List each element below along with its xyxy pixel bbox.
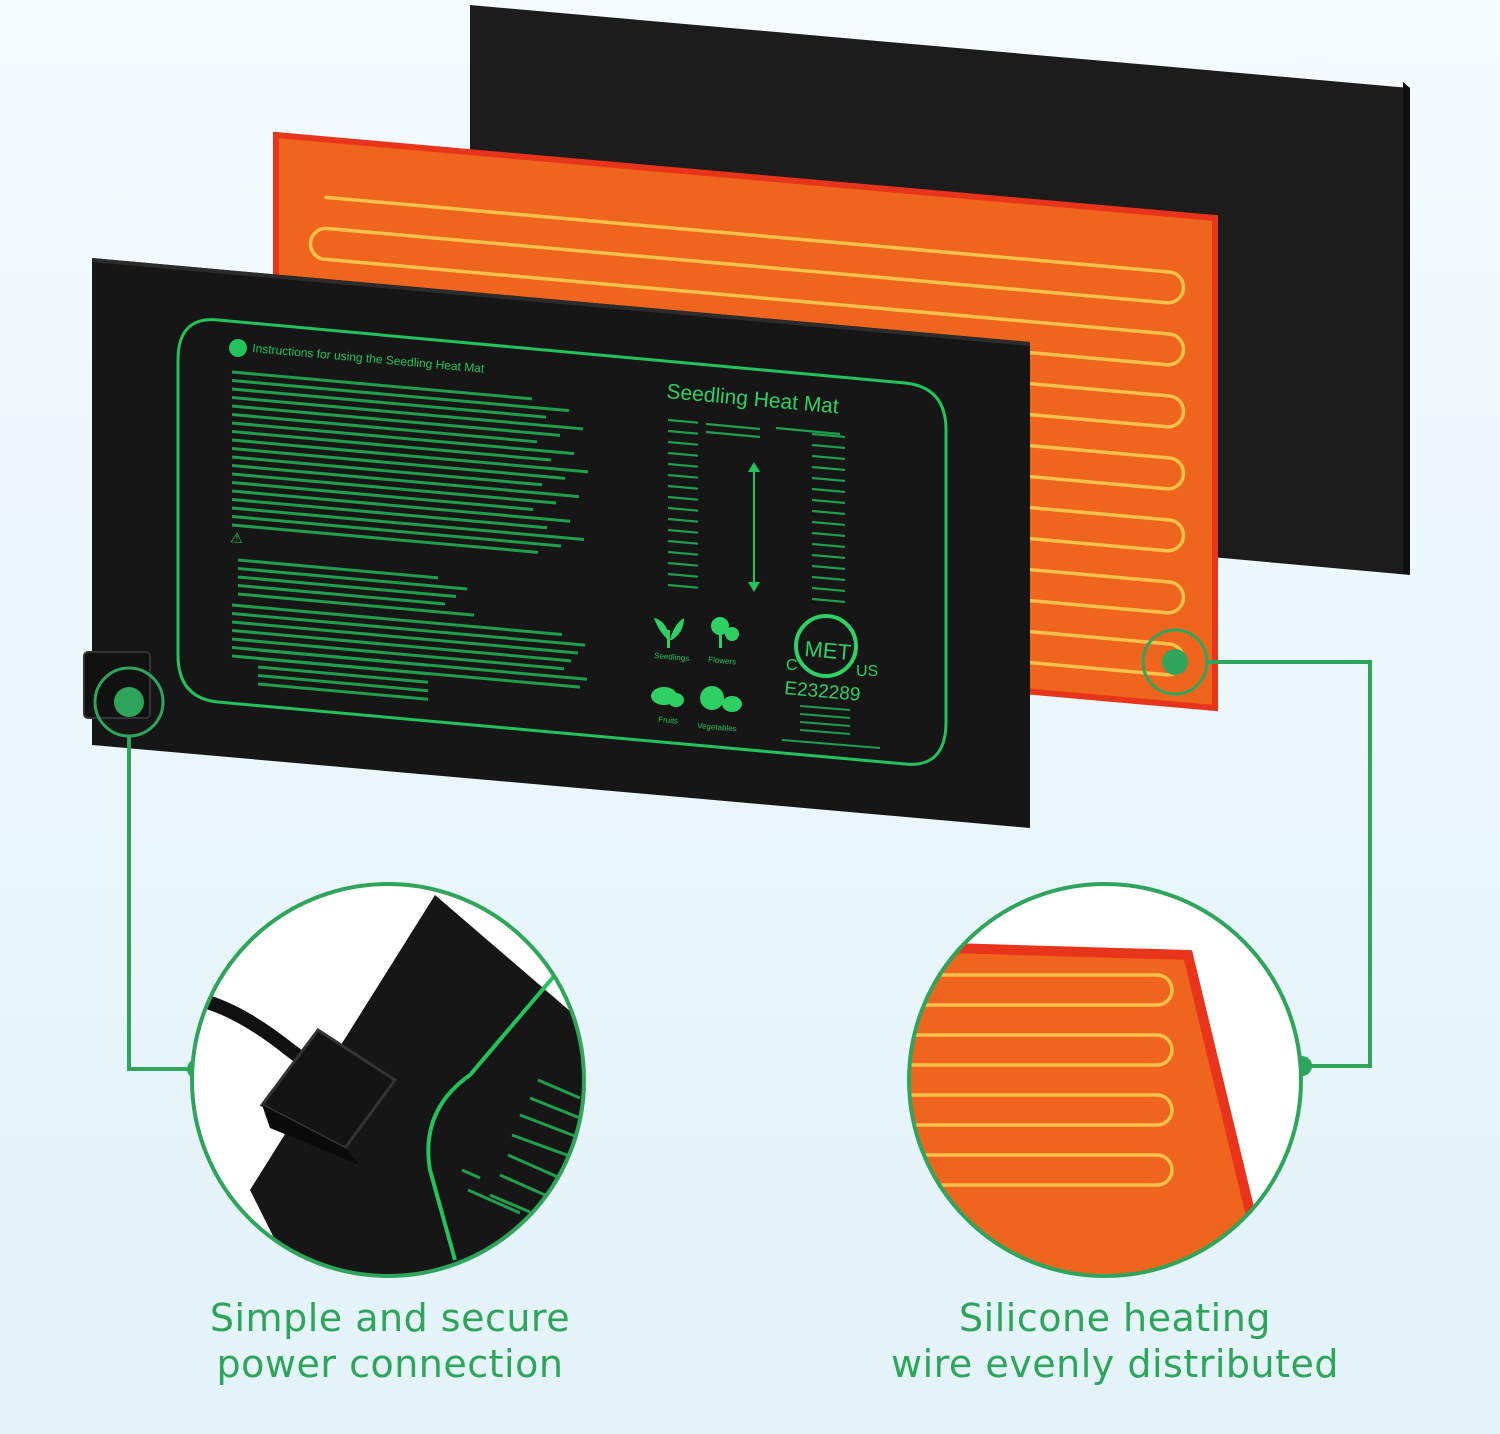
seedlings-icon [654,618,684,648]
cert-right: US [856,663,878,680]
right-connector-line [1207,660,1372,1068]
wire-callout-dot [1162,649,1188,675]
wire-closeup [909,884,1301,1276]
instruction-logo-icon [229,339,247,357]
arrow-up-icon [748,462,760,472]
seedlings-label: Seedlings [654,651,690,663]
front-mat-edge [92,258,1030,346]
back-layer-edge [1403,82,1410,575]
plug-closeup [192,884,584,1276]
caption-left-line-1: Simple and secure [209,1296,571,1340]
flowers-icon [711,617,739,648]
met-cert-icon [794,614,858,678]
power-callout-dot [114,687,144,717]
cert-mark: MET [804,636,852,665]
plug-closeup-frame [190,882,586,1278]
vegetables-label: Vegetables [697,721,737,733]
mat-print-border [176,318,948,766]
front-mat [92,258,1030,828]
caption-left-line-2: power connection [216,1342,564,1386]
cert-fine-print [781,705,881,749]
warning-icon: ⚠ [230,529,244,546]
heating-wire-caption: Silicone heating wire evenly distributed [870,1295,1360,1387]
wire-closeup-frame [907,882,1303,1278]
cert-left: C [786,657,798,674]
fruits-label: Fruits [658,715,679,726]
left-connector-line [127,736,195,1071]
instruction-text-block [231,370,589,701]
fruits-icon [651,687,684,707]
flowers-label: Flowers [708,655,737,666]
caption-right-line-2: wire evenly distributed [891,1342,1339,1386]
caption-right-line-1: Silicone heating [959,1296,1271,1340]
arrow-down-icon [748,582,760,592]
power-connection-caption: Simple and secure power connection [160,1295,620,1387]
vegetables-icon [700,686,742,712]
temperature-table [667,418,846,604]
